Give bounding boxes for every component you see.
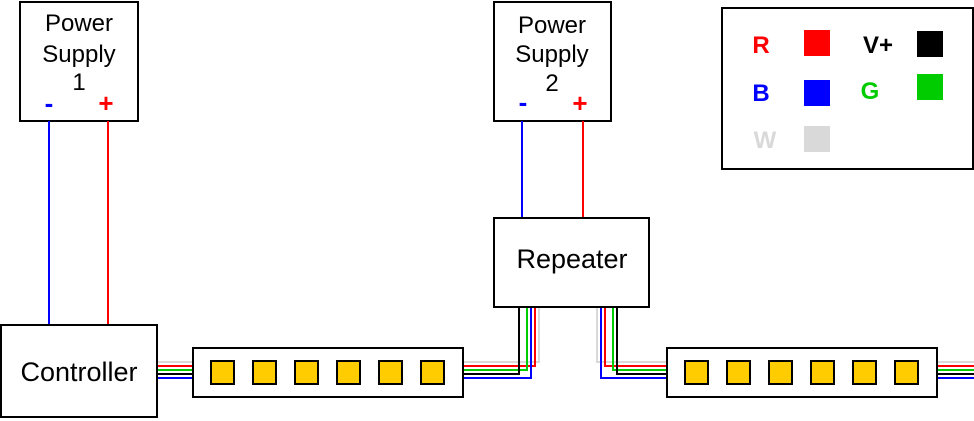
- bundle-repeater-to-strip2-wire: [616, 307, 667, 375]
- bundle-strip1-to-repeater: [463, 307, 540, 379]
- led-strip-2-leds: [684, 360, 919, 385]
- legend-label-w: W: [754, 127, 777, 154]
- bundle-repeater-to-strip2-wire: [612, 307, 667, 371]
- power-supply-1-box: [19, 1, 139, 122]
- repeater-box: [493, 217, 650, 308]
- strip2-led: [852, 360, 877, 385]
- legend-swatch-w: [804, 126, 830, 152]
- wire-bundles: [157, 307, 974, 379]
- power-supply-2-negative-terminal: -: [519, 87, 528, 117]
- led-strip-2-body: [666, 347, 938, 398]
- led-strip-1-leds: [210, 360, 445, 385]
- strip2-led: [768, 360, 793, 385]
- controller: Controller: [0, 324, 158, 418]
- controller-label: Controller: [20, 357, 137, 387]
- strip1-led: [252, 360, 277, 385]
- power-supply-1: Power Supply 1 - +: [19, 1, 139, 122]
- legend-label-b: B: [752, 80, 769, 107]
- power-supply-2-line-1: Power: [518, 12, 586, 39]
- power-supply-2-positive-terminal: +: [572, 88, 587, 118]
- strip2-led: [810, 360, 835, 385]
- bundle-strip2-out: [937, 361, 974, 379]
- power-supply-2-line-2: Supply: [515, 41, 588, 68]
- power-supply-2: Power Supply 2 - +: [493, 1, 612, 122]
- power-supply-1-positive-terminal: +: [98, 88, 113, 118]
- repeater-label: Repeater: [516, 244, 627, 274]
- strip2-led: [684, 360, 709, 385]
- bundle-repeater-to-strip2: [596, 307, 667, 379]
- legend-label-g: G: [861, 78, 880, 105]
- power-supply-2-line-3: 2: [545, 70, 558, 97]
- power-supply-1-negative-terminal: -: [45, 88, 54, 118]
- legend-items: R V+ B G W: [752, 30, 943, 154]
- power-supply-1-line-2: Supply: [42, 41, 115, 68]
- legend-label-r: R: [752, 32, 769, 59]
- strip2-led: [894, 360, 919, 385]
- strip1-led: [378, 360, 403, 385]
- strip1-led: [210, 360, 235, 385]
- bundle-repeater-to-strip2-wire: [600, 307, 667, 379]
- legend-swatch-v: [917, 31, 943, 57]
- legend-swatch-b: [804, 80, 830, 106]
- controller-box: [0, 324, 158, 418]
- led-strip-1: [192, 347, 464, 398]
- strip1-led: [294, 360, 319, 385]
- strip2-led: [726, 360, 751, 385]
- led-strip-2: [666, 347, 938, 398]
- legend-swatch-g: [917, 74, 943, 100]
- bundle-repeater-to-strip2-wire: [604, 307, 667, 367]
- bundle-controller-to-strip1: [157, 361, 193, 379]
- repeater: Repeater: [493, 217, 650, 308]
- strip1-led: [336, 360, 361, 385]
- led-strip-1-body: [192, 347, 464, 398]
- power-supply-1-line-3: 1: [72, 69, 85, 96]
- bundle-strip1-to-repeater-wire: [463, 307, 540, 363]
- bundle-strip1-to-repeater-wire: [463, 307, 532, 379]
- legend-swatch-r: [804, 30, 830, 56]
- bundle-strip1-to-repeater-wire: [463, 307, 528, 371]
- power-supply-1-line-1: Power: [45, 10, 113, 37]
- bundle-strip1-to-repeater-wire: [463, 307, 520, 375]
- bundle-strip1-to-repeater-wire: [463, 307, 536, 367]
- legend-label-v: V+: [863, 32, 893, 59]
- legend: R V+ B G W: [721, 7, 974, 170]
- strip1-led: [420, 360, 445, 385]
- bundle-repeater-to-strip2-wire: [596, 307, 667, 363]
- power-supply-2-box: [493, 1, 612, 122]
